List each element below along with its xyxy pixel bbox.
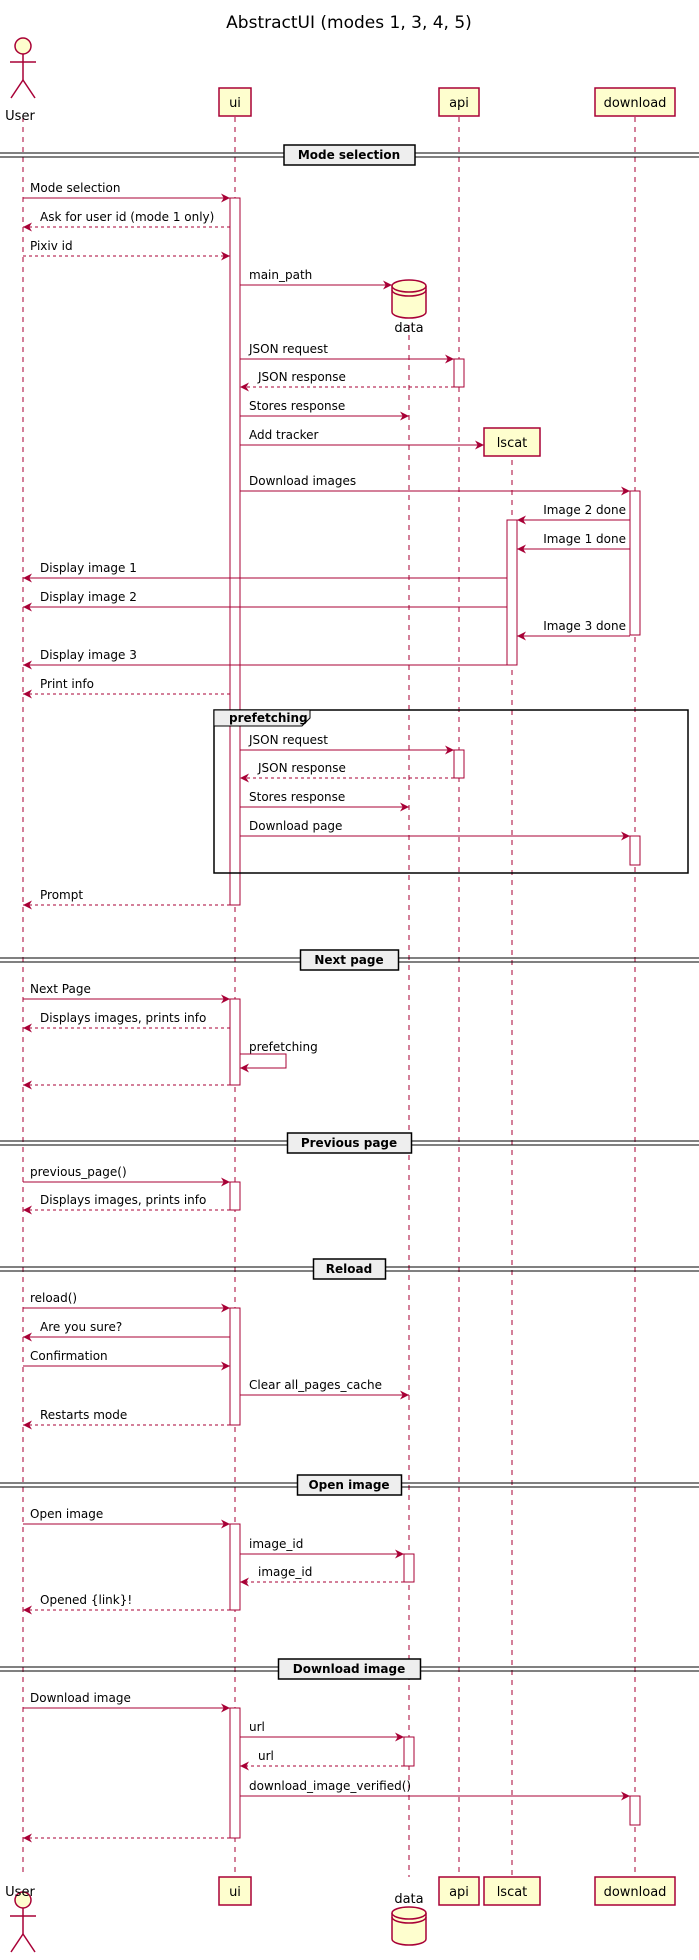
message-label: Confirmation bbox=[30, 1349, 108, 1363]
message-label: Image 2 done bbox=[543, 503, 626, 517]
message-label: Print info bbox=[40, 677, 94, 691]
message-label: Display image 1 bbox=[40, 561, 137, 575]
activation-ui bbox=[229, 197, 241, 906]
message-label: JSON request bbox=[248, 733, 328, 747]
activation-ui bbox=[229, 1523, 241, 1611]
diagram-title: AbstractUI (modes 1, 3, 4, 5) bbox=[226, 13, 472, 33]
section-divider: Reload bbox=[0, 1258, 699, 1280]
activation-ui bbox=[229, 998, 241, 1086]
participant-data-bottom: data bbox=[391, 1892, 427, 1946]
section-divider: Mode selection bbox=[0, 144, 699, 166]
actor-label: User bbox=[5, 1885, 35, 1900]
participant-label: ui bbox=[229, 1885, 241, 1900]
section-label: Mode selection bbox=[298, 148, 400, 162]
participant-download-top: download bbox=[594, 87, 676, 117]
section-label: Open image bbox=[308, 1478, 389, 1492]
message-label: Display image 2 bbox=[40, 590, 137, 604]
message-label: url bbox=[258, 1749, 274, 1763]
message-label: Image 3 done bbox=[543, 619, 626, 633]
message-label: Prompt bbox=[40, 888, 83, 902]
message-label: image_id bbox=[258, 1565, 312, 1579]
section-label: Previous page bbox=[301, 1136, 397, 1150]
group-prefetching: prefetching bbox=[213, 709, 689, 874]
participant-label: data bbox=[394, 321, 423, 336]
activation-ui bbox=[229, 1181, 241, 1211]
message-label: Stores response bbox=[249, 399, 345, 413]
activation-api bbox=[453, 358, 465, 388]
database-icon bbox=[391, 1906, 427, 1946]
message-label: prefetching bbox=[249, 1040, 318, 1054]
participant-api-bottom: api bbox=[438, 1876, 480, 1906]
activation-data bbox=[403, 1553, 415, 1583]
message-arrow bbox=[240, 1053, 287, 1073]
participant-label: api bbox=[449, 96, 469, 111]
activation-download bbox=[629, 490, 641, 636]
message-label: Clear all_pages_cache bbox=[249, 1378, 382, 1392]
group-label: prefetching bbox=[229, 711, 308, 725]
message-label: Are you sure? bbox=[40, 1320, 122, 1334]
activation-download bbox=[629, 1795, 641, 1826]
section-label: Reload bbox=[326, 1262, 372, 1276]
message-label: Mode selection bbox=[30, 181, 120, 195]
message-label: Next Page bbox=[30, 982, 91, 996]
message-label: download_image_verified() bbox=[249, 1779, 411, 1793]
participant-label: lscat bbox=[497, 1885, 528, 1900]
message-label: JSON response bbox=[257, 370, 346, 384]
participant-download-bottom: download bbox=[594, 1876, 676, 1906]
message-label: url bbox=[249, 1720, 265, 1734]
message-label: Download images bbox=[249, 474, 356, 488]
activation-ui bbox=[229, 1307, 241, 1426]
actor-user-top: User bbox=[5, 37, 36, 124]
section-label: Next page bbox=[314, 953, 383, 967]
participant-label: download bbox=[604, 1885, 667, 1900]
participant-label: download bbox=[604, 96, 667, 111]
message-label: Download page bbox=[249, 819, 342, 833]
section-divider: Next page bbox=[0, 949, 699, 971]
message-label: Ask for user id (mode 1 only) bbox=[40, 210, 214, 224]
activation-lscat bbox=[506, 519, 518, 666]
message-label: image_id bbox=[249, 1537, 303, 1551]
message-label: JSON response bbox=[257, 761, 346, 775]
activation-ui bbox=[229, 1707, 241, 1839]
actor-icon bbox=[10, 1891, 36, 1953]
participant-label: data bbox=[394, 1892, 423, 1907]
section-divider: Download image bbox=[0, 1658, 699, 1680]
participant-api-top: api bbox=[438, 87, 480, 117]
activation-data bbox=[403, 1736, 415, 1767]
message-label: Restarts mode bbox=[40, 1408, 127, 1422]
message-label: Open image bbox=[30, 1507, 103, 1521]
message-label: reload() bbox=[30, 1291, 77, 1305]
message-label: Displays images, prints info bbox=[40, 1193, 206, 1207]
message-label: Image 1 done bbox=[543, 532, 626, 546]
message-label: main_path bbox=[249, 268, 312, 282]
participant-lscat-bottom: lscat bbox=[483, 1876, 541, 1906]
message-label: Download image bbox=[30, 1691, 131, 1705]
message-label: Display image 3 bbox=[40, 648, 137, 662]
actor-user-bottom: User bbox=[5, 1885, 36, 1953]
participant-ui-bottom: ui bbox=[218, 1876, 252, 1906]
actor-icon bbox=[10, 37, 36, 99]
message-label: Pixiv id bbox=[30, 239, 73, 253]
activation-api bbox=[453, 749, 465, 779]
message-label: JSON request bbox=[248, 342, 328, 356]
message-label: previous_page() bbox=[30, 1165, 127, 1179]
message-label: Displays images, prints info bbox=[40, 1011, 206, 1025]
actor-label: User bbox=[5, 109, 35, 124]
database-icon bbox=[391, 279, 427, 319]
section-divider: Open image bbox=[0, 1474, 699, 1496]
participant-data-top: data bbox=[391, 279, 427, 336]
message-label: Opened {link}! bbox=[40, 1593, 132, 1607]
section-divider: Previous page bbox=[0, 1132, 699, 1154]
section-label: Download image bbox=[293, 1662, 406, 1676]
message-label: Add tracker bbox=[249, 428, 319, 442]
activation-download bbox=[629, 835, 641, 866]
message-label: Stores response bbox=[249, 790, 345, 804]
participant-label: lscat bbox=[497, 436, 528, 451]
participant-label: ui bbox=[229, 96, 241, 111]
participant-lscat-top: lscat bbox=[483, 427, 541, 457]
participant-ui-top: ui bbox=[218, 87, 252, 117]
participant-label: api bbox=[449, 1885, 469, 1900]
